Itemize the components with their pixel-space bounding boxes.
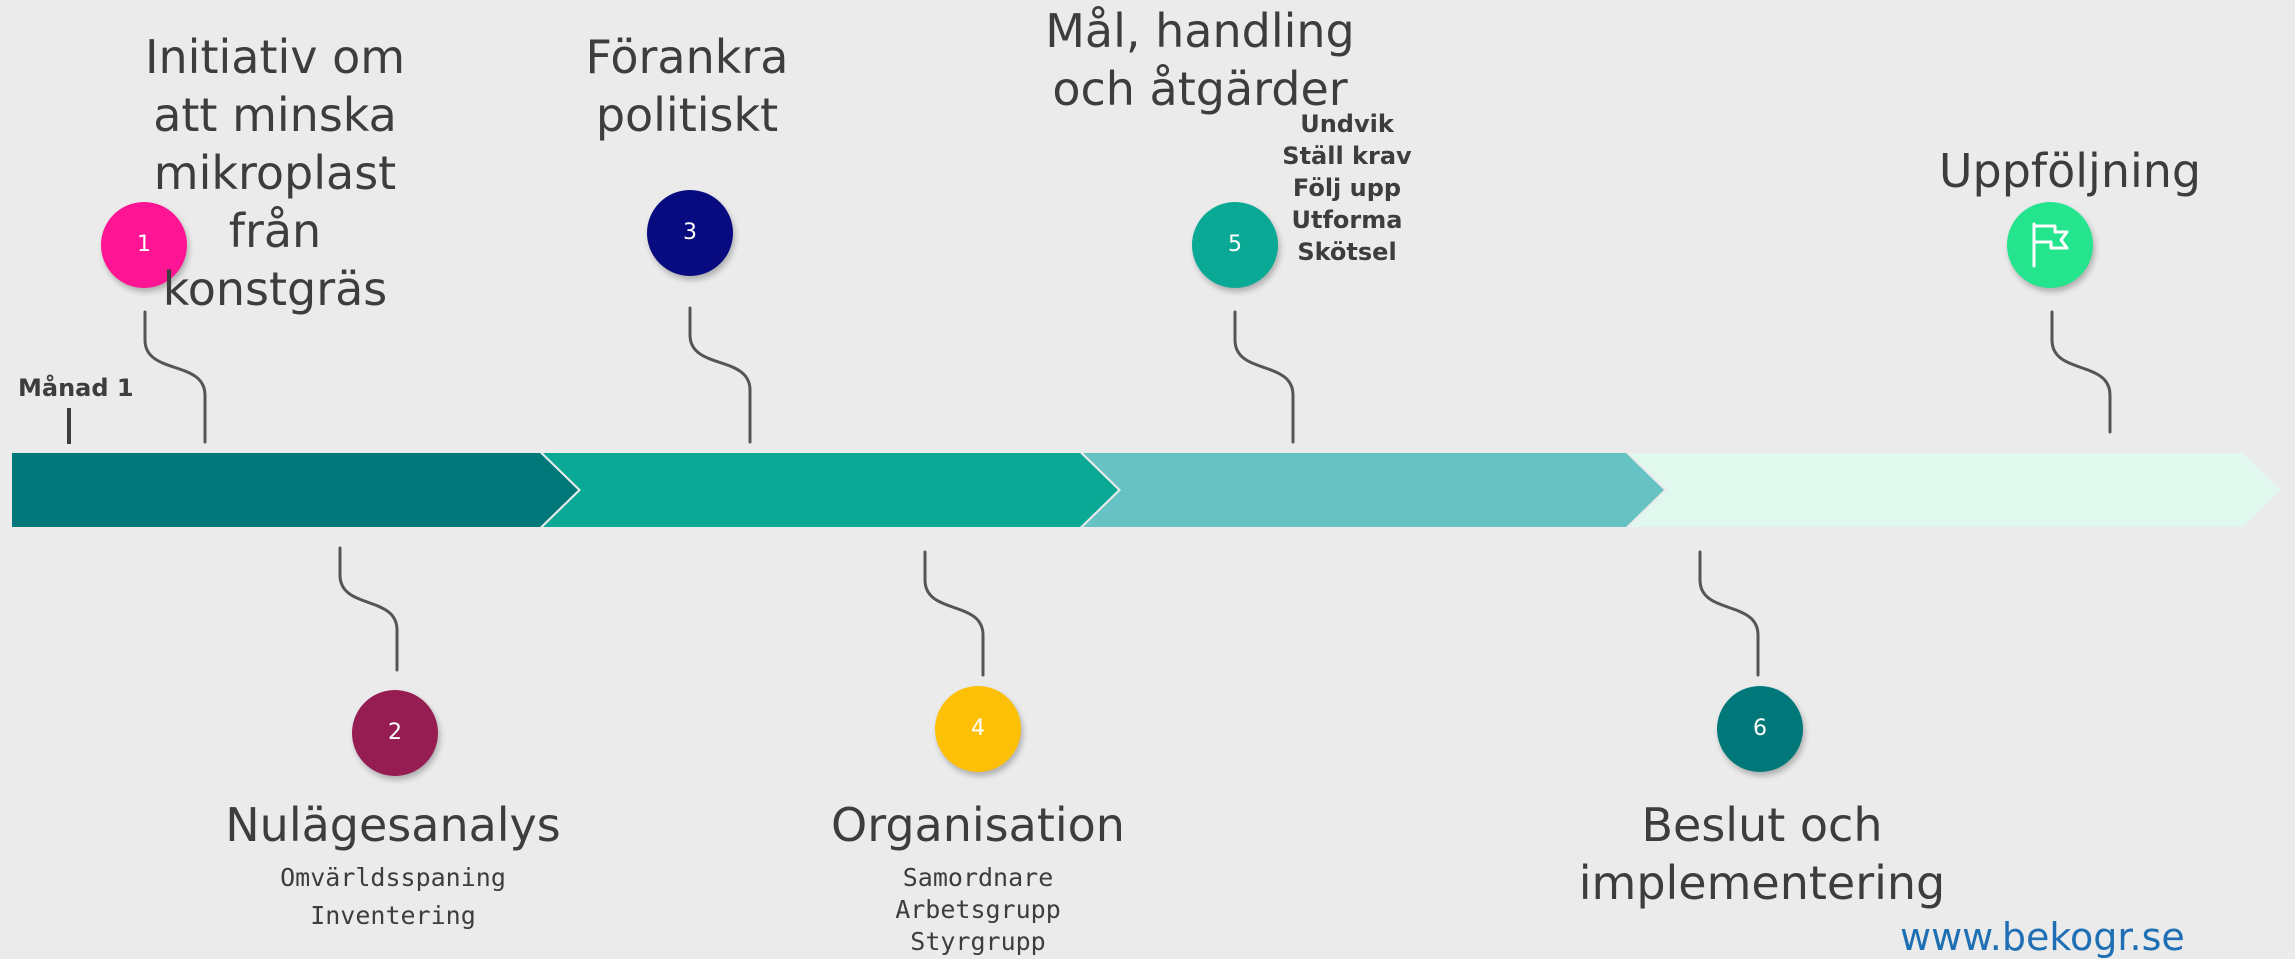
step-4-title: Organisation xyxy=(831,798,1125,852)
step-7-badge xyxy=(2007,202,2093,288)
step-6-badge: 6 xyxy=(1717,686,1803,772)
step-1-badge: 1 xyxy=(101,202,187,288)
step-1-title: Initiativ om att minska mikroplast från … xyxy=(144,30,406,316)
step-6-title: Beslut och implementering xyxy=(1578,798,1946,910)
step-2-item-1: Omvärldsspaning xyxy=(280,863,506,892)
step-2-number: 2 xyxy=(388,720,402,745)
start-label: Månad 1 xyxy=(18,374,134,402)
step-5-item-3: Följ upp xyxy=(1292,174,1402,202)
step-4-item-2: Arbetsgrupp xyxy=(895,895,1061,924)
connector-5 xyxy=(1233,310,1295,444)
step-5-item-4: Utforma xyxy=(1291,206,1403,234)
connector-1 xyxy=(143,310,207,444)
step-4-item-3: Styrgrupp xyxy=(910,927,1046,956)
step-4-item-1: Samordnare xyxy=(902,863,1054,892)
connector-2 xyxy=(338,546,399,672)
step-6-number: 6 xyxy=(1753,716,1767,741)
step-1-number: 1 xyxy=(137,232,151,257)
connector-6 xyxy=(1698,550,1760,677)
step-3-number: 3 xyxy=(683,220,697,245)
step-3-badge: 3 xyxy=(647,190,733,276)
connector-7 xyxy=(2050,310,2112,434)
step-5-number: 5 xyxy=(1228,232,1242,257)
step-7-title: Uppföljning xyxy=(1938,144,2202,198)
start-tick xyxy=(67,408,71,444)
timeline-segment-2 xyxy=(543,453,1118,527)
step-5-item-1: Undvik xyxy=(1300,110,1394,138)
connector-4 xyxy=(923,550,985,677)
step-2-item-2: Inventering xyxy=(310,901,476,930)
step-5-title: Mål, handling och åtgärder xyxy=(1045,4,1355,116)
step-4-number: 4 xyxy=(971,716,985,741)
timeline-segment-1 xyxy=(12,453,578,527)
step-5-item-2: Ställ krav xyxy=(1282,142,1412,170)
step-2-badge: 2 xyxy=(352,690,438,776)
connector-3 xyxy=(688,306,752,444)
timeline-segment-4 xyxy=(1629,453,2281,527)
step-2-title: Nulägesanalys xyxy=(225,798,561,852)
step-5-item-5: Skötsel xyxy=(1297,238,1397,266)
step-5-badge: 5 xyxy=(1192,202,1278,288)
timeline-segment-3 xyxy=(1083,453,1664,527)
website-link[interactable]: www.bekogr.se xyxy=(1900,915,2185,959)
flag-icon xyxy=(2032,222,2069,268)
step-3-title: Förankra politiskt xyxy=(585,30,789,142)
step-4-badge: 4 xyxy=(935,686,1021,772)
